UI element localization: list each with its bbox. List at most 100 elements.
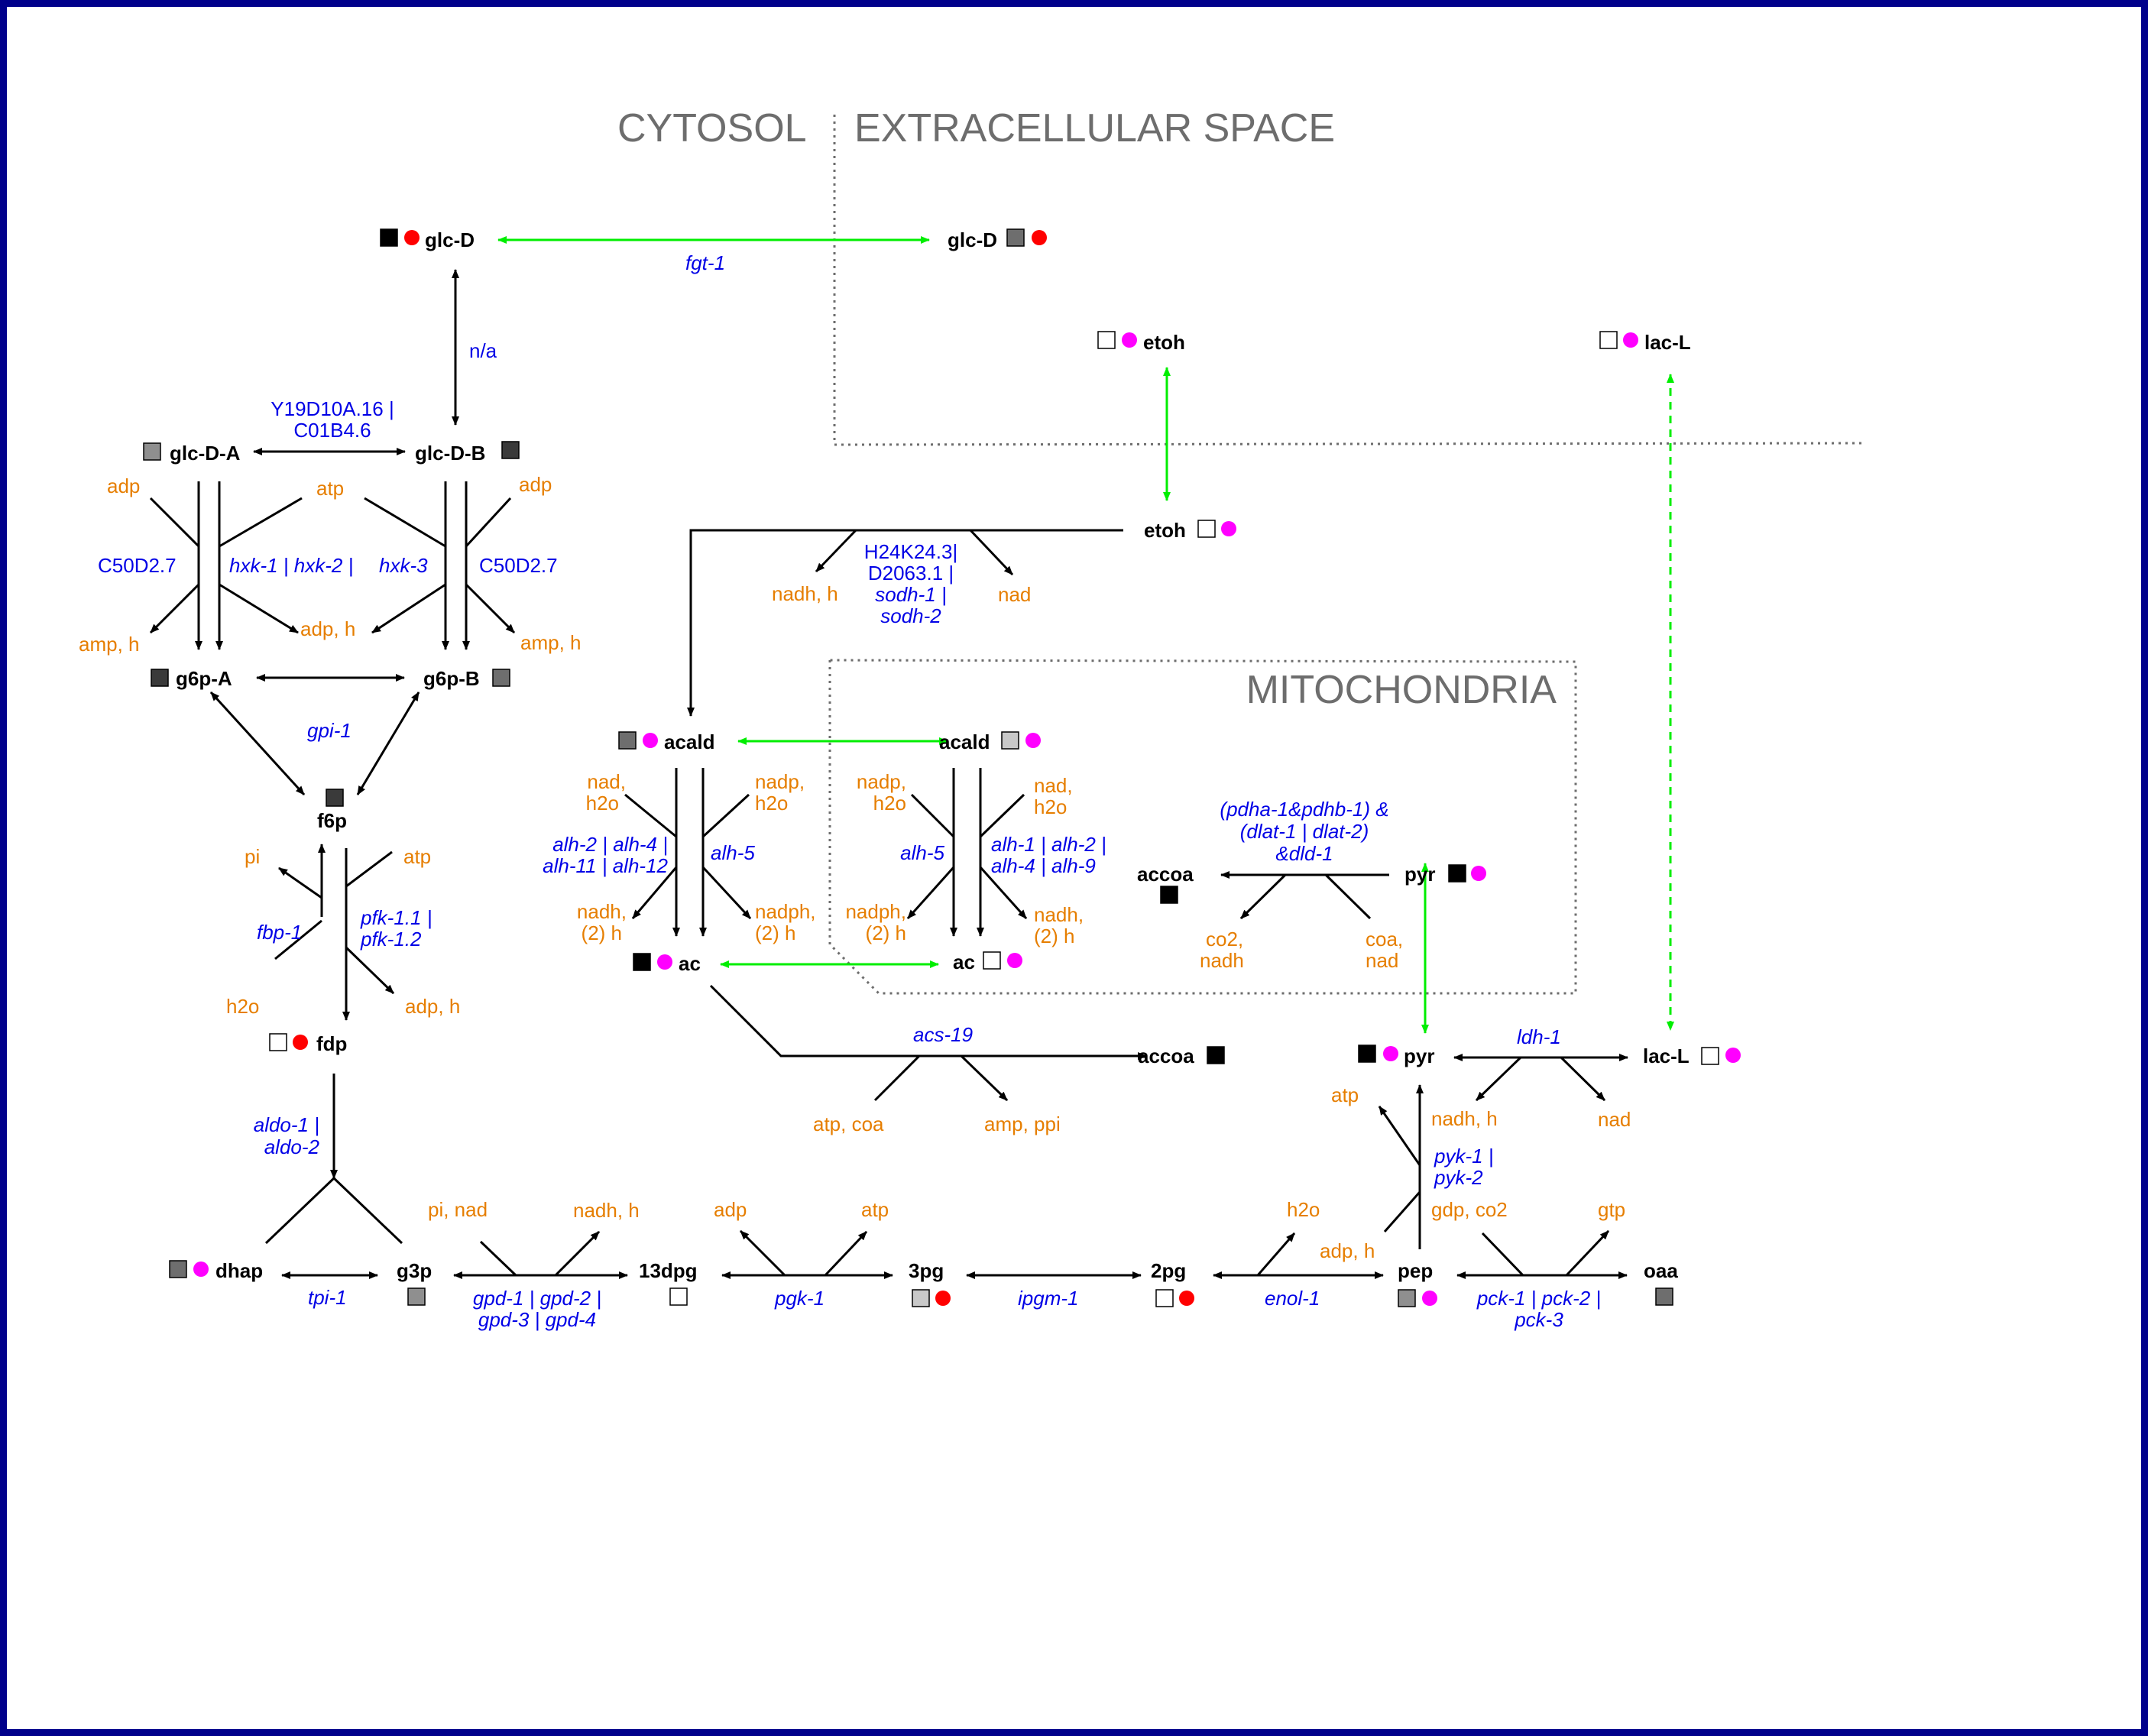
metabolite-fdp: fdp — [316, 1032, 347, 1055]
cofactor-label: (2) h — [866, 921, 906, 944]
enzyme-label: tpi-1 — [308, 1286, 347, 1309]
region-label-cytosol: CYTOSOL — [617, 106, 807, 151]
cofactor-label: h2o — [1287, 1198, 1320, 1221]
enzyme-label: pck-1 | pck-2 | — [1476, 1287, 1601, 1310]
cofactor-label: nadph, — [845, 900, 906, 923]
cofactor-label: nad — [1598, 1108, 1631, 1131]
enzyme-label: pfk-1.1 | — [360, 906, 432, 929]
cofactor-label: nad — [1366, 949, 1398, 972]
enzyme-label: C01B4.6 — [293, 419, 371, 442]
cofactor-label: h2o — [755, 792, 788, 815]
cofactor-label: adp — [519, 473, 552, 496]
cofactor-label: co2, — [1206, 928, 1243, 951]
cofactor-label: h2o — [586, 792, 619, 815]
enzyme-label: fgt-1 — [685, 251, 725, 274]
metabolite-pyr-cytosol: pyr — [1404, 1045, 1434, 1067]
cofactor-label: pi, nad — [428, 1198, 488, 1221]
enzyme-label: C50D2.7 — [98, 554, 177, 577]
metabolite-glc-d-a: glc-D-A — [170, 442, 241, 465]
cofactor-label: atp — [316, 477, 344, 500]
enzyme-label: gpd-3 | gpd-4 — [478, 1308, 596, 1331]
cofactor-label: nadh, — [1034, 903, 1084, 926]
cofactor-label: adp — [714, 1198, 747, 1221]
metabolite-accoa-cytosol: accoa — [1138, 1045, 1194, 1067]
enzyme-label: D2063.1 | — [868, 562, 954, 585]
enzyme-label: gpi-1 — [307, 719, 352, 742]
cofactor-label: nadh, h — [573, 1199, 640, 1222]
enzyme-label: hxk-3 — [379, 554, 428, 577]
metabolite-glc-d-b: glc-D-B — [415, 442, 485, 465]
cofactor-label: atp — [403, 845, 431, 868]
enzyme-label: pyk-1 | — [1434, 1145, 1494, 1168]
enzyme-label: alh-5 — [900, 841, 944, 864]
cofactor-label: nadp, — [755, 770, 805, 793]
metabolite-f6p: f6p — [317, 809, 347, 832]
metabolite-lac-l-extracellular: lac-L — [1644, 331, 1691, 354]
enzyme-label: hxk-1 | hxk-2 | — [229, 554, 353, 577]
enzyme-label: (pdha-1&pdhb-1) & — [1220, 798, 1388, 821]
cofactor-label: atp — [1331, 1083, 1359, 1106]
metabolite-pep: pep — [1398, 1259, 1433, 1282]
enzyme-label: enol-1 — [1265, 1287, 1320, 1310]
enzyme-label: (dlat-1 | dlat-2) — [1240, 820, 1369, 843]
enzyme-label: gpd-1 | gpd-2 | — [473, 1287, 601, 1310]
cofactor-label: h2o — [226, 995, 259, 1018]
enzyme-label: pgk-1 — [774, 1287, 825, 1310]
cofactor-label: adp — [107, 474, 140, 497]
cofactor-label: nadp, — [857, 770, 906, 793]
metabolite-g3p: g3p — [397, 1259, 432, 1282]
cofactor-label: amp, h — [79, 633, 140, 656]
metabolite-pyr-mitochondria: pyr — [1404, 863, 1435, 886]
metabolite-labels: glc-D glc-D etoh lac-L glc-D-A glc-D-B g… — [170, 228, 1691, 1282]
metabolite-g6p-b: g6p-B — [423, 667, 480, 690]
enzyme-label: alh-11 | alh-12 — [543, 854, 668, 877]
metabolite-glc-d-cytosol: glc-D — [425, 228, 475, 251]
reaction-arrows — [149, 269, 1628, 1279]
cofactor-label: amp, ppi — [984, 1113, 1061, 1135]
metabolite-acald-cytosol: acald — [664, 730, 715, 753]
cofactor-label: coa, — [1366, 928, 1403, 951]
cofactor-label: adp, h — [405, 995, 460, 1018]
cofactor-label: atp, coa — [813, 1113, 884, 1135]
metabolite-13dpg: 13dpg — [639, 1259, 698, 1282]
metabolite-acald-mitochondria: acald — [939, 730, 990, 753]
enzyme-label: pfk-1.2 — [360, 928, 422, 951]
enzyme-label: alh-2 | alh-4 | — [552, 833, 668, 856]
enzyme-label: sodh-2 — [880, 604, 941, 627]
enzyme-label: aldo-2 — [264, 1135, 320, 1158]
enzyme-label: ipgm-1 — [1018, 1287, 1078, 1310]
metabolite-etoh-cytosol: etoh — [1144, 519, 1186, 542]
enzyme-label: H24K24.3| — [864, 540, 957, 563]
metabolite-markers — [143, 228, 1741, 1307]
metabolite-3pg: 3pg — [909, 1259, 944, 1282]
cofactor-label: (2) h — [755, 921, 795, 944]
cofactor-label: nadh, h — [1431, 1107, 1498, 1130]
metabolite-etoh-extracellular: etoh — [1143, 331, 1185, 354]
transport-arrows — [497, 236, 1674, 1034]
cofactor-label: gdp, co2 — [1431, 1198, 1508, 1221]
cofactor-label: (2) h — [1034, 925, 1074, 947]
enzyme-label: acs-19 — [913, 1023, 973, 1046]
cofactor-label: atp — [861, 1198, 889, 1221]
enzyme-label: C50D2.7 — [479, 554, 558, 577]
cofactor-label: nadh, — [577, 900, 627, 923]
metabolite-g6p-a: g6p-A — [176, 667, 232, 690]
metabolite-ac-cytosol: ac — [679, 952, 701, 975]
cofactor-label: pi — [245, 845, 260, 868]
cofactor-label: h2o — [873, 792, 906, 815]
metabolite-lac-l-cytosol: lac-L — [1643, 1045, 1690, 1067]
metabolite-2pg: 2pg — [1151, 1259, 1186, 1282]
cofactor-label: adp, h — [1320, 1239, 1375, 1262]
cofactor-labels: adp atp adp amp, h adp, h amp, h pi atp … — [79, 473, 1631, 1262]
cofactor-label: adp, h — [300, 617, 355, 640]
enzyme-label: aldo-1 | — [254, 1113, 319, 1136]
cofactor-label: gtp — [1598, 1198, 1625, 1221]
cofactor-label: nad — [998, 583, 1031, 606]
enzyme-label: pck-3 — [1514, 1308, 1563, 1331]
region-label-extracellular: EXTRACELLULAR SPACE — [854, 106, 1335, 151]
enzyme-label: ldh-1 — [1517, 1025, 1561, 1048]
cofactor-label: nad, — [1034, 774, 1073, 797]
enzyme-label: fbp-1 — [257, 921, 302, 944]
metabolite-oaa: oaa — [1644, 1259, 1678, 1282]
